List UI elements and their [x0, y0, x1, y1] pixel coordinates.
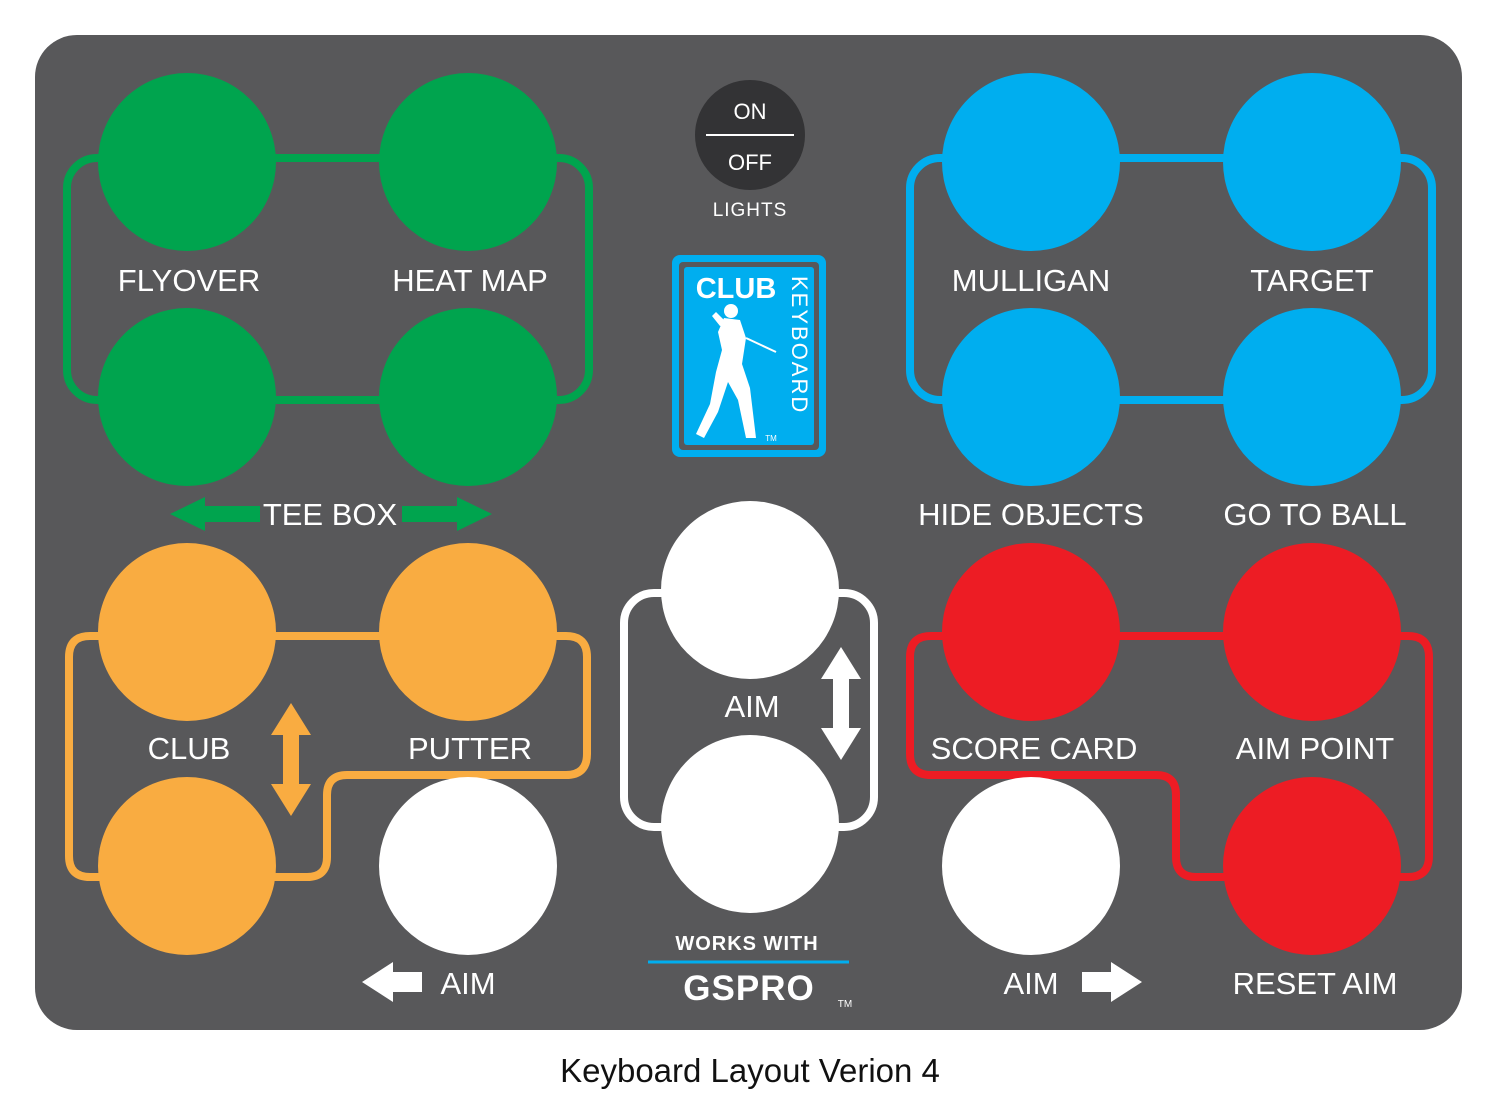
- aim-left-key[interactable]: [379, 777, 557, 955]
- green-key-group: FLYOVER HEAT MAP TEE BOX: [63, 73, 593, 532]
- putter-label: PUTTER: [408, 731, 532, 766]
- heat-map-label: HEAT MAP: [392, 263, 548, 298]
- go-to-ball-label: GO TO BALL: [1223, 497, 1406, 532]
- aim-center-label: AIM: [724, 689, 779, 724]
- center-aim-group: AIM: [620, 501, 878, 913]
- aim-right-arrow-icon: [1082, 962, 1142, 1002]
- tee-box-label: TEE BOX: [263, 497, 398, 532]
- aim-point-label: AIM POINT: [1236, 731, 1395, 766]
- aim-left-arrow-icon: [362, 962, 422, 1002]
- lights-label: LIGHTS: [713, 200, 788, 221]
- score-card-key[interactable]: [942, 543, 1120, 721]
- hide-objects-key[interactable]: [942, 308, 1120, 486]
- score-card-label: SCORE CARD: [931, 731, 1138, 766]
- golfer-icon: [696, 304, 777, 438]
- aim-up-key[interactable]: [661, 501, 839, 679]
- flyover-key[interactable]: [98, 73, 276, 251]
- club-keyboard-logo: CLUB KEYBOARD TM: [672, 255, 826, 457]
- aim-right-label: AIM: [1003, 966, 1058, 1001]
- red-key-group: SCORE CARD AIM POINT RESET AIM: [906, 543, 1433, 1001]
- diagram-caption: Keyboard Layout Verion 4: [560, 1052, 940, 1089]
- club-cycle-key[interactable]: [98, 777, 276, 955]
- gspro-name: GSPRO: [683, 969, 814, 1008]
- putter-key[interactable]: [379, 543, 557, 721]
- orange-key-group: CLUB PUTTER: [65, 543, 591, 955]
- flyover-label: FLYOVER: [118, 263, 260, 298]
- reset-aim-key[interactable]: [1223, 777, 1401, 955]
- logo-keyboard-text: KEYBOARD: [787, 276, 812, 414]
- gspro-badge: WORKS WITH GSPRO TM: [648, 933, 852, 1010]
- arrow-up-down-white-icon: [821, 647, 861, 760]
- arrow-right-icon: [402, 497, 492, 531]
- aim-right-group: AIM: [942, 777, 1142, 1002]
- club-key[interactable]: [98, 543, 276, 721]
- logo-club-text: CLUB: [696, 273, 777, 305]
- aim-left-label: AIM: [440, 966, 495, 1001]
- lights-off-label: OFF: [728, 150, 772, 175]
- tee-box-left-key[interactable]: [98, 308, 276, 486]
- arrow-up-down-icon: [271, 703, 311, 816]
- aim-point-key[interactable]: [1223, 543, 1401, 721]
- logo-tm-text: TM: [765, 434, 777, 443]
- aim-down-key[interactable]: [661, 735, 839, 913]
- club-label: CLUB: [148, 731, 231, 766]
- red-connector-outline: [906, 632, 1433, 881]
- aim-right-key[interactable]: [942, 777, 1120, 955]
- go-to-ball-key[interactable]: [1223, 308, 1401, 486]
- heat-map-key[interactable]: [379, 73, 557, 251]
- lights-on-label: ON: [734, 99, 767, 124]
- target-key[interactable]: [1223, 73, 1401, 251]
- orange-connector-outline: [65, 632, 591, 881]
- tee-box-right-key[interactable]: [379, 308, 557, 486]
- aim-left-group: AIM: [362, 777, 557, 1002]
- lights-switch[interactable]: ON OFF LIGHTS: [695, 80, 805, 221]
- hide-objects-label: HIDE OBJECTS: [918, 497, 1144, 532]
- target-label: TARGET: [1250, 263, 1373, 298]
- blue-key-group: MULLIGAN TARGET HIDE OBJECTS GO TO BALL: [906, 73, 1436, 532]
- reset-aim-label: RESET AIM: [1233, 966, 1398, 1001]
- mulligan-label: MULLIGAN: [952, 263, 1110, 298]
- arrow-left-icon: [170, 497, 260, 531]
- mulligan-key[interactable]: [942, 73, 1120, 251]
- gspro-tm: TM: [838, 999, 852, 1010]
- works-with-label: WORKS WITH: [675, 933, 818, 955]
